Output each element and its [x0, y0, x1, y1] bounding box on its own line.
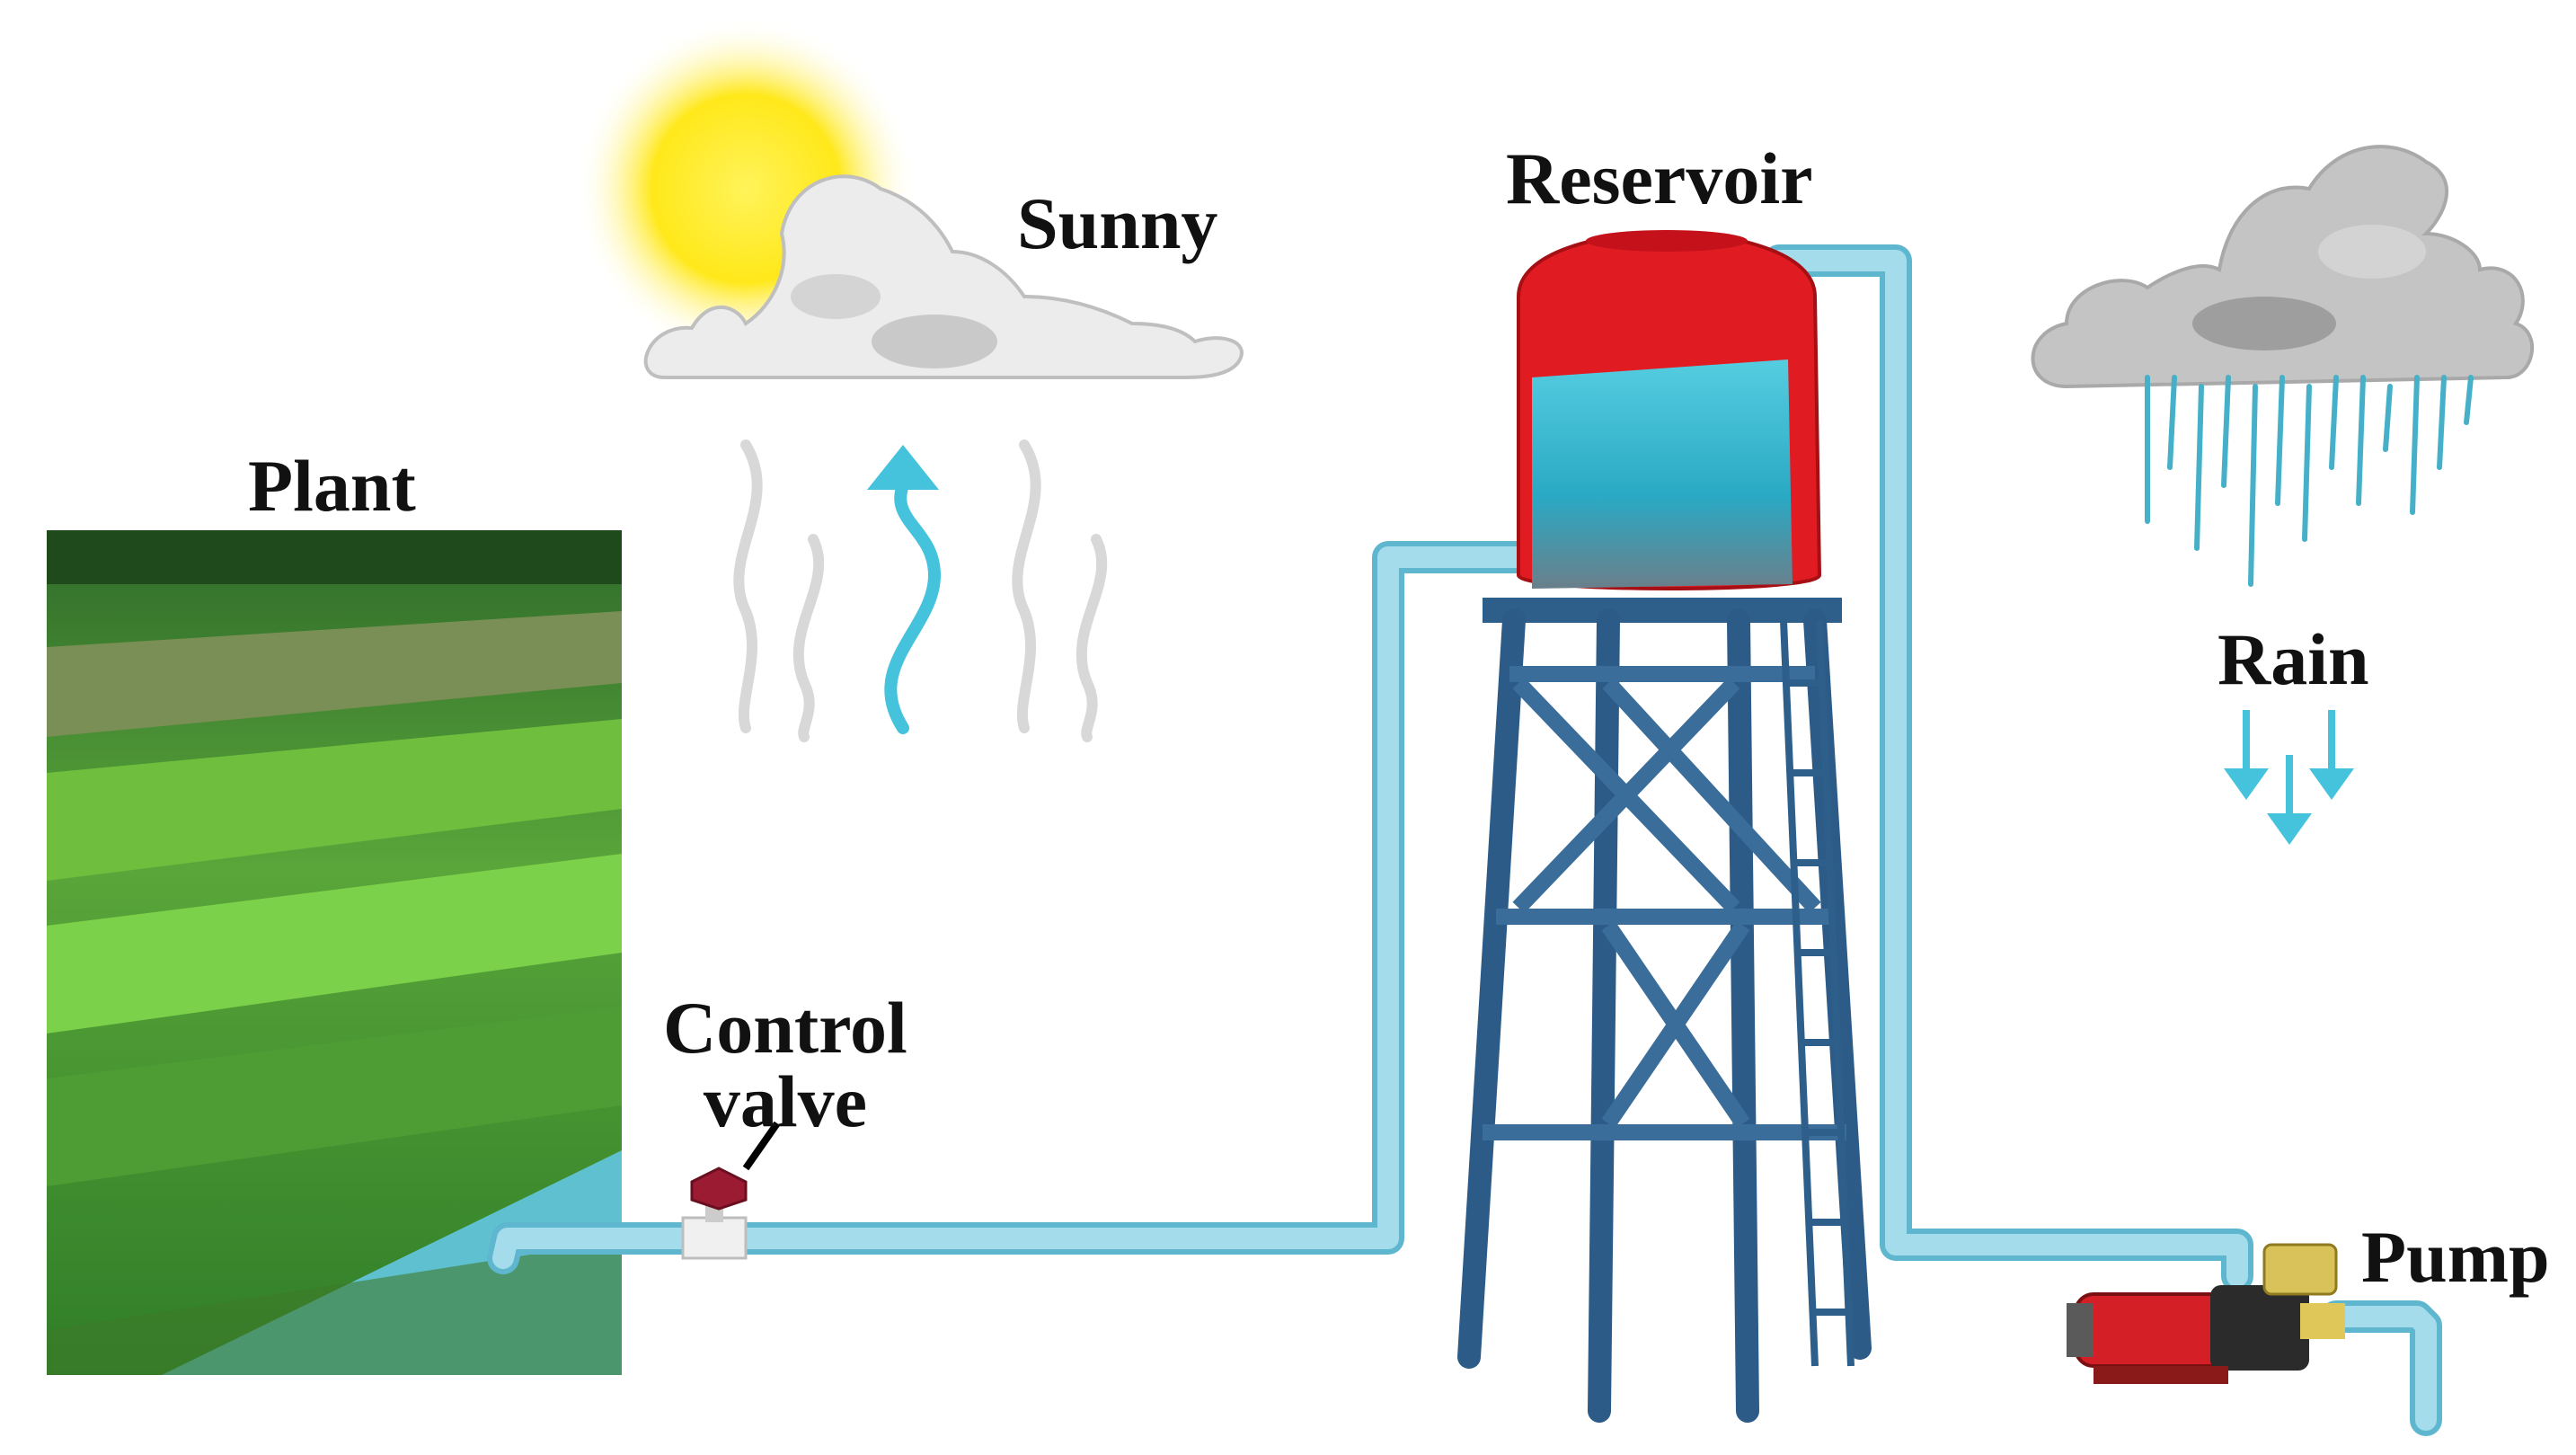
control-valve-icon — [681, 1121, 781, 1260]
control-valve-label-line2: valve — [703, 1060, 867, 1142]
sunny-label: Sunny — [1017, 182, 1218, 264]
evaporation-waves-icon — [733, 439, 1108, 742]
plant-label: Plant — [248, 445, 416, 527]
pump-label: Pump — [2361, 1216, 2550, 1298]
rain-label: Rain — [2217, 618, 2369, 700]
reservoir-label: Reservoir — [1506, 138, 1813, 219]
cloud-icon — [643, 174, 1244, 379]
water-tower-icon — [1457, 229, 1872, 1423]
rain-drops-icon — [2145, 375, 2474, 587]
evaporation-arrow-icon — [867, 445, 942, 734]
control-valve-label-line1: Control — [663, 987, 907, 1069]
rain-cloud-icon — [2031, 145, 2534, 389]
control-valve-label: Control valve — [663, 991, 907, 1139]
pump-icon — [2067, 1243, 2345, 1384]
rain-arrows-icon — [2224, 710, 2354, 845]
